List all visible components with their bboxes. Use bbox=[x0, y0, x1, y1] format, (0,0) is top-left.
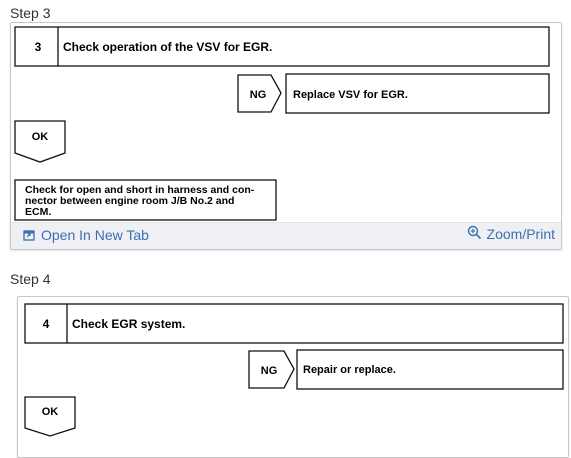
step-4-label: Step 4 bbox=[10, 271, 51, 287]
step-3-label: Step 3 bbox=[10, 5, 51, 21]
step-3-next-check-box bbox=[14, 179, 277, 221]
zoom-print-label: Zoom/Print bbox=[486, 226, 555, 242]
step-3-figure-card: 3 Check operation of the VSV for EGR. NG… bbox=[10, 22, 562, 250]
step-4-ng-arrow bbox=[248, 350, 295, 389]
step-3-title: Check operation of the VSV for EGR. bbox=[63, 40, 272, 54]
step-3-ng-action: Replace VSV for EGR. bbox=[293, 89, 408, 101]
open-in-new-tab-icon bbox=[23, 229, 36, 242]
step-4-ng-action: Repair or replace. bbox=[303, 364, 396, 376]
step-4-figure-card: 4 Check EGR system. NG Repair or replace… bbox=[17, 296, 569, 458]
step-4-diagram: 4 Check EGR system. NG Repair or replace… bbox=[24, 303, 564, 437]
open-in-new-tab-label: Open In New Tab bbox=[41, 227, 149, 243]
step-3-ok-arrow bbox=[14, 120, 66, 163]
step-3-ng-label: NG bbox=[250, 89, 267, 101]
step-3-ng-arrow bbox=[237, 74, 282, 113]
step-4-ng-action-box bbox=[296, 349, 564, 390]
step-4-header-box bbox=[24, 303, 564, 344]
step-3-open-new-tab-link[interactable]: Open In New Tab bbox=[23, 227, 149, 243]
step-3-header-box bbox=[14, 26, 550, 67]
step-3-number: 3 bbox=[35, 40, 42, 54]
step-3-ng-action-box bbox=[285, 73, 550, 114]
step-3-diagram: 3 Check operation of the VSV for EGR. NG… bbox=[14, 26, 550, 221]
step-4-ok-arrow bbox=[24, 396, 76, 437]
step-3-zoom-print-link[interactable]: Zoom/Print bbox=[467, 224, 555, 242]
zoom-in-icon bbox=[467, 225, 482, 240]
step-4-ng-label: NG bbox=[261, 365, 278, 377]
step-4-ok-label: OK bbox=[42, 406, 59, 418]
step-3-next-line-3: ECM. bbox=[25, 206, 51, 218]
step-4-title: Check EGR system. bbox=[72, 317, 185, 331]
step-3-next-line-1: Check for open and short in harness and … bbox=[25, 184, 255, 196]
step-3-next-line-2: nector between engine room J/B No.2 and bbox=[25, 195, 234, 207]
step-3-ok-label: OK bbox=[32, 131, 49, 143]
step-3-toolbar: Open In New Tab Zoom/Print bbox=[11, 222, 561, 249]
step-4-number: 4 bbox=[43, 317, 50, 331]
